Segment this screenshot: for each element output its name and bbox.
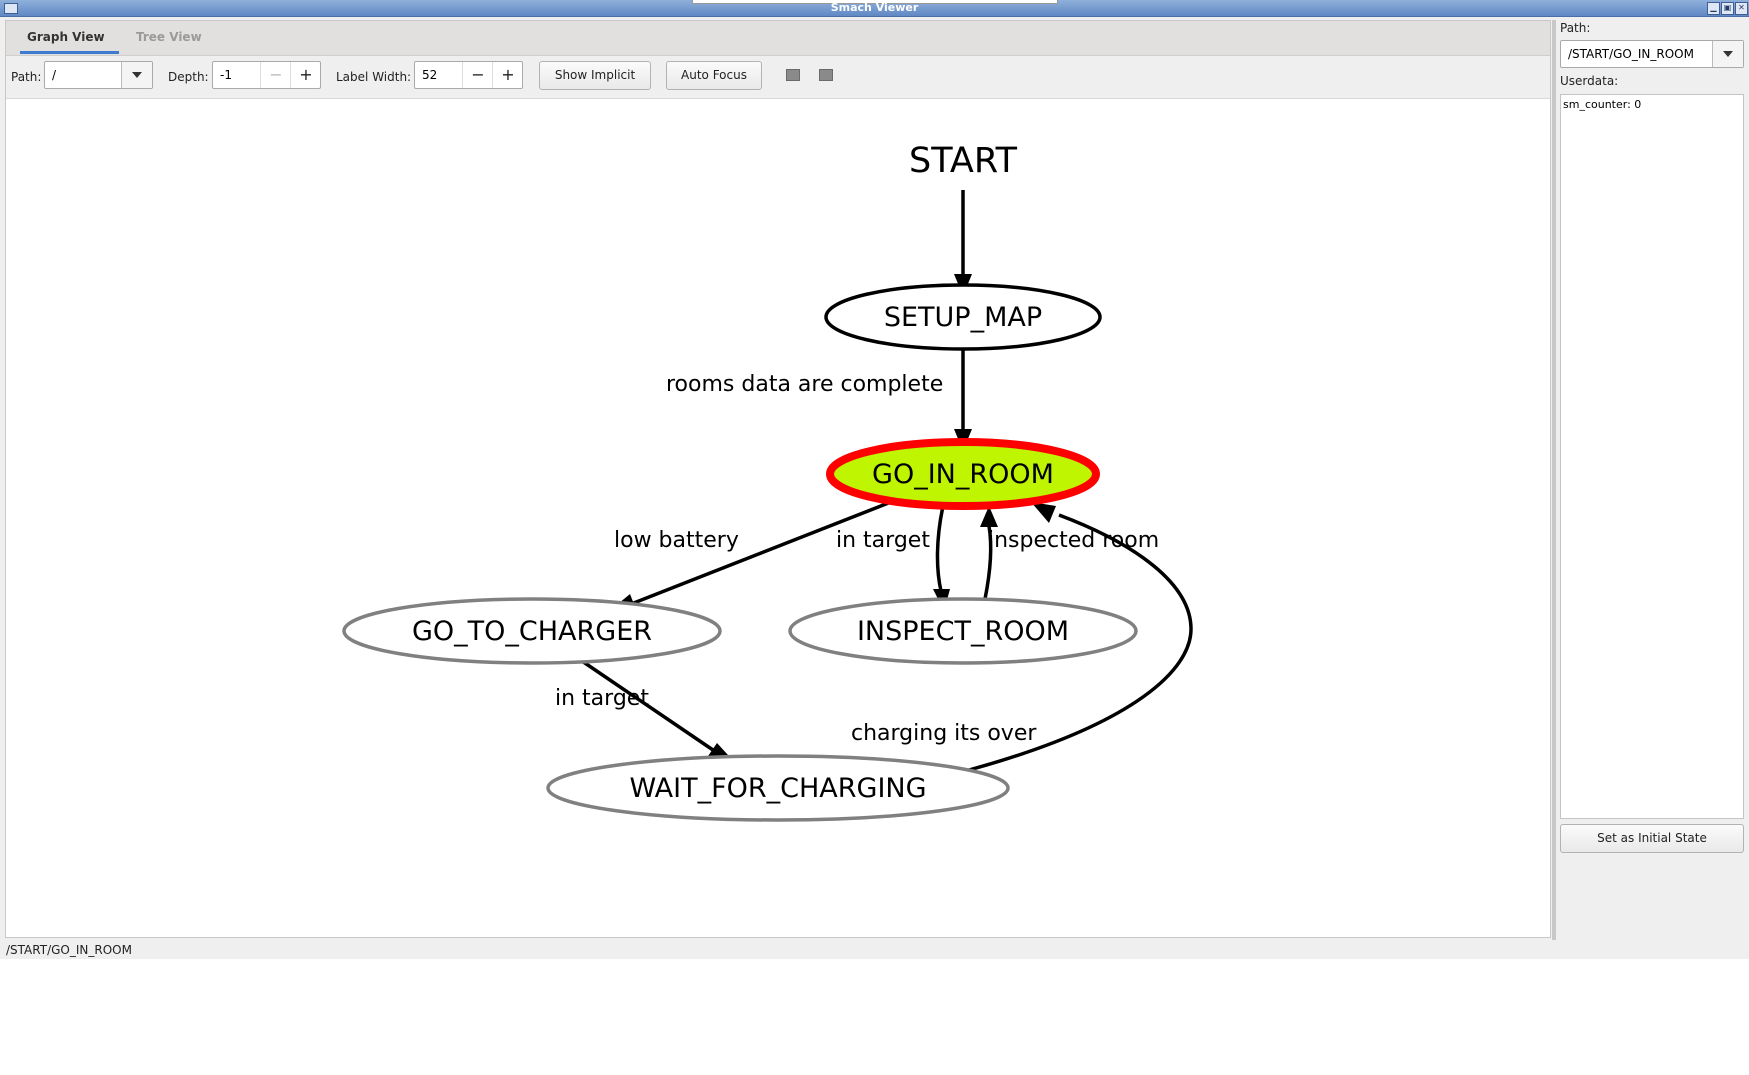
status-path: /START/GO_IN_ROOM bbox=[6, 943, 132, 957]
start-label: START bbox=[909, 141, 1018, 181]
depth-decrement-button[interactable]: − bbox=[260, 62, 291, 88]
edge-go-in-room-inspect-room bbox=[933, 505, 950, 611]
auto-focus-button[interactable]: Auto Focus bbox=[666, 61, 762, 90]
status-bar: /START/GO_IN_ROOM bbox=[0, 941, 1552, 959]
close-icon[interactable]: ✕ bbox=[1735, 2, 1748, 15]
node-wait-for-charging-label: WAIT_FOR_CHARGING bbox=[629, 773, 926, 804]
edge-label-inspected-room: inspected room bbox=[988, 528, 1159, 553]
node-go-to-charger[interactable]: GO_TO_CHARGER bbox=[342, 597, 722, 665]
active-tab-indicator bbox=[20, 51, 119, 54]
edge-start-setup-map bbox=[954, 190, 972, 296]
edge-wait-for-charging-go-in-room bbox=[968, 502, 1193, 772]
depth-value: -1 bbox=[220, 68, 232, 82]
path-dropdown-button[interactable] bbox=[121, 62, 152, 88]
edge-label-charging-over: charging its over bbox=[851, 721, 1037, 746]
node-go-in-room-label: GO_IN_ROOM bbox=[872, 459, 1054, 490]
node-go-in-room[interactable]: GO_IN_ROOM bbox=[826, 438, 1100, 510]
depth-spinbox[interactable]: -1 − + bbox=[212, 61, 321, 89]
label-width-spinbox[interactable]: 52 − + bbox=[414, 61, 523, 89]
tab-bar: Graph View Tree View bbox=[6, 21, 1550, 56]
path-label: Path: bbox=[11, 70, 42, 84]
toolbar: Path: / Depth: -1 − + Label Width: 52 − … bbox=[6, 56, 1550, 98]
path-value: / bbox=[52, 68, 57, 82]
edge-label-rooms-complete: rooms data are complete bbox=[666, 372, 943, 397]
label-width-value: 52 bbox=[422, 68, 438, 82]
graph-canvas[interactable]: START SETUP_MAP GO_IN_ROOM GO_TO_CHARGER… bbox=[6, 98, 1550, 937]
panel-splitter[interactable] bbox=[1552, 20, 1556, 940]
maximize-icon[interactable]: ▣ bbox=[1721, 2, 1734, 15]
main-window: Graph View Tree View Path: / Depth: -1 −… bbox=[0, 17, 1749, 959]
title-decoration bbox=[692, 0, 1058, 4]
side-path-label: Path: bbox=[1560, 21, 1591, 35]
label-width-increment-button[interactable]: + bbox=[492, 62, 523, 88]
node-inspect-room[interactable]: INSPECT_ROOM bbox=[788, 597, 1138, 665]
node-setup-map[interactable]: SETUP_MAP bbox=[824, 283, 1102, 351]
userdata-box[interactable]: sm_counter: 0 bbox=[1560, 94, 1744, 819]
state-graph: START SETUP_MAP GO_IN_ROOM GO_TO_CHARGER… bbox=[342, 141, 1193, 822]
graph-panel: Graph View Tree View Path: / Depth: -1 −… bbox=[5, 20, 1551, 938]
side-path-dropdown-button[interactable] bbox=[1712, 41, 1743, 67]
tab-graph-view[interactable]: Graph View bbox=[27, 30, 105, 44]
app-icon bbox=[4, 3, 18, 14]
window-title: Smach Viewer bbox=[830, 1, 919, 14]
chevron-down-icon bbox=[132, 72, 142, 78]
userdata-value: sm_counter: 0 bbox=[1563, 98, 1642, 111]
save-image-icon[interactable] bbox=[819, 69, 833, 81]
show-implicit-button[interactable]: Show Implicit bbox=[539, 61, 651, 90]
label-width-decrement-button[interactable]: − bbox=[462, 62, 493, 88]
minimize-icon[interactable]: ▁ bbox=[1707, 2, 1720, 15]
edge-label-in-target-inspect: in target bbox=[836, 528, 930, 553]
depth-label: Depth: bbox=[168, 70, 209, 84]
node-setup-map-label: SETUP_MAP bbox=[884, 302, 1042, 333]
edge-inspect-room-go-in-room bbox=[980, 506, 998, 600]
node-go-to-charger-label: GO_TO_CHARGER bbox=[412, 616, 652, 647]
node-wait-for-charging[interactable]: WAIT_FOR_CHARGING bbox=[546, 754, 1010, 822]
chevron-down-icon bbox=[1723, 51, 1733, 57]
set-initial-state-button[interactable]: Set as Initial State bbox=[1560, 824, 1744, 853]
node-inspect-room-label: INSPECT_ROOM bbox=[857, 616, 1069, 647]
depth-increment-button[interactable]: + bbox=[290, 62, 321, 88]
edge-go-in-room-go-to-charger bbox=[607, 500, 892, 613]
userdata-label: Userdata: bbox=[1560, 74, 1619, 88]
side-path-value: /START/GO_IN_ROOM bbox=[1568, 47, 1694, 61]
save-dot-icon[interactable] bbox=[786, 69, 800, 81]
title-bar: Smach Viewer ▁ ▣ ✕ bbox=[0, 0, 1749, 17]
tab-tree-view[interactable]: Tree View bbox=[136, 30, 202, 44]
side-panel: Path: /START/GO_IN_ROOM Userdata: sm_cou… bbox=[1558, 17, 1749, 959]
edge-setup-map-go-in-room bbox=[954, 348, 972, 451]
edge-label-low-battery: low battery bbox=[614, 528, 739, 553]
side-path-combo[interactable]: /START/GO_IN_ROOM bbox=[1560, 40, 1744, 68]
path-combo[interactable]: / bbox=[44, 61, 153, 89]
edge-label-in-target-charger: in target bbox=[555, 686, 649, 711]
edge-go-to-charger-wait-for-charging bbox=[578, 657, 739, 767]
label-width-label: Label Width: bbox=[336, 70, 412, 84]
